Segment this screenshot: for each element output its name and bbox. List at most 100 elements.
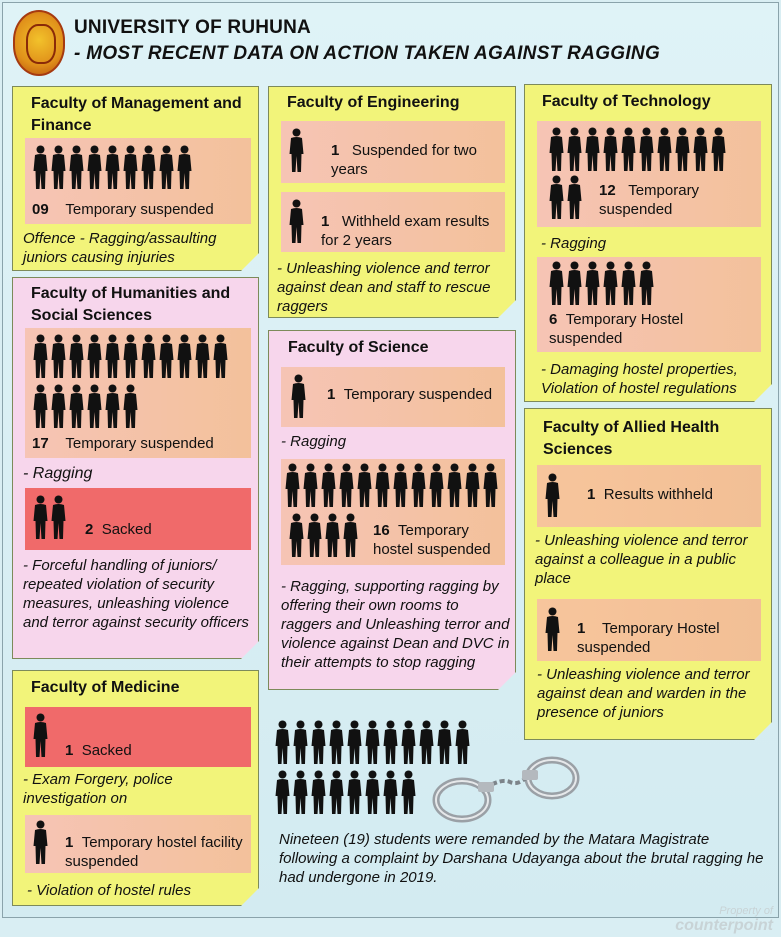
student-icons [33, 384, 138, 430]
offence-text: - Violation of hostel rules [27, 882, 191, 899]
person-icon [603, 127, 618, 173]
person-icon [639, 261, 654, 307]
remanded-student-icons [275, 720, 470, 766]
person-icon [311, 770, 326, 816]
person-icon [51, 334, 66, 380]
person-icon [375, 463, 390, 509]
person-icon [159, 145, 174, 191]
student-icons [291, 374, 306, 420]
person-icon [585, 261, 600, 307]
person-icon [105, 145, 120, 191]
offence-text: - Unleashing violence and terror against… [277, 260, 491, 315]
action-panel: 6 Temporary Hostel suspended [537, 257, 761, 352]
action-text: 2 Sacked [85, 521, 152, 538]
action-text: 1 Suspended for two years [331, 142, 477, 178]
person-icon [401, 770, 416, 816]
action-panel: 17 Temporary suspended [25, 328, 251, 458]
card-title: Faculty of Humanities and Social Science… [31, 285, 231, 324]
person-icon [693, 127, 708, 173]
card-title: Faculty of Technology [542, 93, 711, 110]
student-icons [33, 145, 192, 191]
action-text: 12 Temporary suspended [599, 182, 700, 218]
person-icon [365, 720, 380, 766]
person-icon [325, 513, 340, 559]
card-engineering: Faculty of Engineering 1 Suspended for t… [268, 86, 516, 318]
action-text: 16 Temporary hostel suspended [373, 522, 491, 558]
page-subtitle: - MOST RECENT DATA ON ACTION TAKEN AGAIN… [74, 43, 661, 64]
action-panel: 1 Temporary Hostel suspended [537, 599, 761, 661]
action-panel: 1 Temporary suspended [281, 367, 505, 427]
person-icon [293, 720, 308, 766]
action-text: 1 Temporary suspended [327, 386, 493, 403]
person-icon [347, 720, 362, 766]
card-humanities: Faculty of Humanities and Social Science… [12, 277, 259, 659]
person-icon [639, 127, 654, 173]
page-title: UNIVERSITY OF RUHUNA [74, 17, 311, 38]
offence-text: - Unleashing violence and terror against… [537, 666, 750, 721]
card-title: Faculty of Engineering [287, 94, 460, 111]
person-icon [177, 334, 192, 380]
person-icon [437, 720, 452, 766]
action-text: 17 Temporary suspended [32, 435, 214, 452]
student-icons [33, 334, 228, 380]
remanded-student-icons [275, 770, 416, 816]
person-icon [291, 374, 306, 420]
person-icon [621, 127, 636, 173]
action-panel: 1 Temporary hostel facility suspended [25, 815, 251, 873]
person-icon [545, 473, 560, 519]
person-icon [33, 820, 48, 866]
action-panel: 12 Temporary suspended [537, 121, 761, 227]
offence-text: - Ragging [23, 465, 93, 482]
offence-text: - Forceful handling of juniors/ repeated… [23, 557, 249, 631]
student-icons [33, 495, 66, 541]
offence-text: - Unleashing violence and terror against… [535, 532, 748, 587]
person-icon [289, 199, 304, 245]
student-icons [549, 175, 582, 221]
person-icon [447, 463, 462, 509]
person-icon [141, 145, 156, 191]
person-icon [275, 720, 290, 766]
remand-statement: Nineteen (19) students were remanded by … [279, 831, 764, 886]
action-text: 1 Withheld exam results for 2 years [321, 213, 490, 249]
student-icons [549, 261, 654, 307]
person-icon [603, 261, 618, 307]
offence-text: Offence - Ragging/assaulting juniors cau… [23, 230, 217, 266]
student-icons [289, 199, 304, 245]
person-icon [567, 127, 582, 173]
student-icons [545, 473, 560, 519]
person-icon [465, 463, 480, 509]
card-title: Faculty of Science [288, 339, 429, 356]
student-icons [289, 513, 358, 559]
person-icon [401, 720, 416, 766]
person-icon [711, 127, 726, 173]
university-crest-logo [13, 10, 65, 76]
action-text: 1 Temporary Hostel suspended [577, 620, 720, 656]
person-icon [549, 261, 564, 307]
card-title: Faculty of Medicine [31, 679, 180, 696]
card-allied-health: Faculty of Allied Health Sciences 1 Resu… [524, 408, 772, 740]
person-icon [483, 463, 498, 509]
person-icon [657, 127, 672, 173]
person-icon [419, 720, 434, 766]
person-icon [621, 261, 636, 307]
person-icon [275, 770, 290, 816]
person-icon [33, 384, 48, 430]
person-icon [549, 127, 564, 173]
person-icon [105, 384, 120, 430]
card-technology: Faculty of Technology 12 Temporary suspe… [524, 84, 772, 402]
person-icon [123, 334, 138, 380]
offence-text: - Ragging [281, 433, 347, 450]
person-icon [321, 463, 336, 509]
card-title: Faculty of Management and Finance [31, 95, 242, 134]
person-icon [33, 495, 48, 541]
person-icon [141, 334, 156, 380]
card-management: Faculty of Management and Finance 09 Tem… [12, 86, 259, 271]
offence-text: - Ragging [541, 235, 607, 252]
person-icon [123, 384, 138, 430]
person-icon [383, 770, 398, 816]
person-icon [429, 463, 444, 509]
action-panel: 09 Temporary suspended [25, 138, 251, 224]
person-icon [343, 513, 358, 559]
action-panel: 2 Sacked [25, 488, 251, 550]
watermark: Property of counterpoint [675, 905, 773, 934]
